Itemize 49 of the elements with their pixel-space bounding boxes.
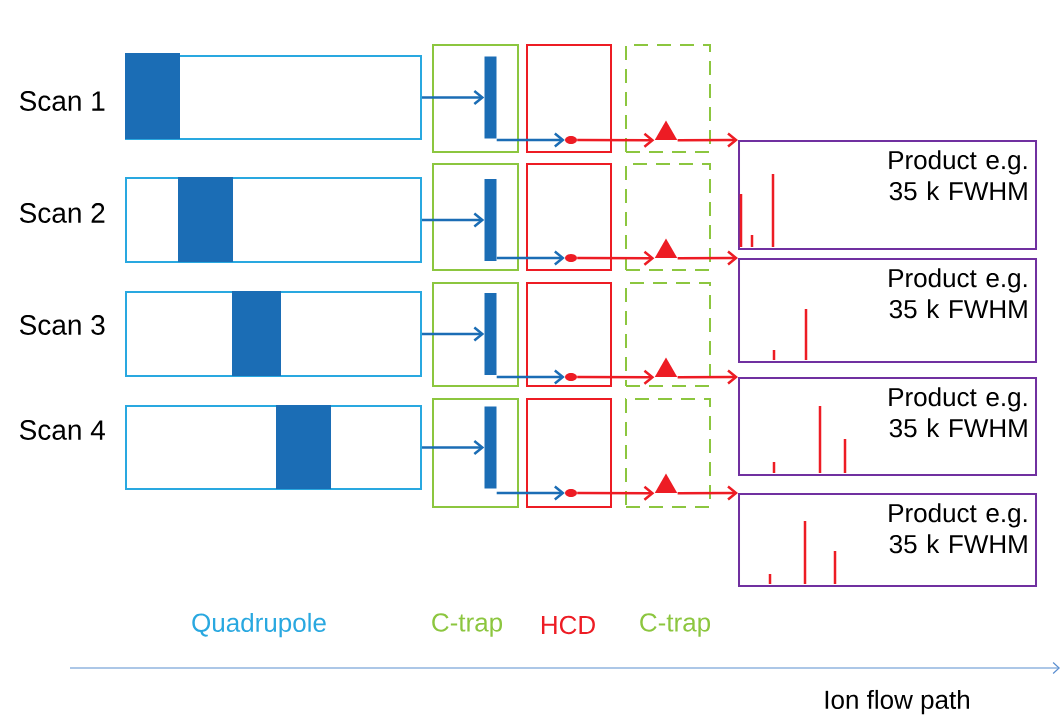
trap-box: [625, 398, 711, 508]
scan-label: Scan 1: [19, 91, 105, 111]
collision-cell-box: [526, 398, 612, 508]
trap-box: [625, 163, 711, 271]
ion-packet-bar: [484, 293, 497, 375]
ion-packet-bar: [484, 406, 497, 489]
arrow: [496, 369, 565, 385]
spectrum-panel: Product e.g. 35 k FWHM: [738, 493, 1037, 587]
stage-label: HCD: [542, 615, 595, 635]
scan-label: Scan 2: [19, 203, 105, 223]
arrow: [577, 485, 655, 501]
arrow: [496, 485, 565, 501]
stage-label: C-trap: [432, 613, 502, 637]
trap-box: [432, 282, 519, 387]
spectrum-panel: Product e.g. 35 k FWHM: [738, 377, 1037, 476]
arrow: [677, 250, 738, 266]
ion-packet-bar: [484, 179, 497, 261]
trap-box: [432, 163, 519, 271]
trap-box: [432, 398, 519, 508]
fragment-triangle: [654, 238, 678, 258]
collision-cell-box: [526, 163, 612, 271]
arrow: [577, 369, 655, 385]
arrow: [496, 132, 565, 148]
stage-label: C-trap: [640, 613, 710, 637]
spectrum-panel: Product e.g. 35 k FWHM: [738, 140, 1037, 250]
arrow: [496, 250, 565, 266]
trap-box: [432, 44, 519, 153]
arrow: [577, 250, 655, 266]
fragment-triangle: [654, 473, 678, 493]
arrow: [422, 90, 485, 105]
collision-cell-box: [526, 44, 612, 153]
scan-label: Scan 4: [19, 420, 105, 440]
scan-label: Scan 3: [19, 315, 105, 335]
arrow: [677, 132, 738, 148]
arrow: [677, 485, 738, 501]
stage-label: Quadrupole: [192, 612, 326, 638]
arrow: [677, 369, 738, 385]
ion-packet-bar: [484, 56, 497, 139]
trap-box: [625, 282, 711, 387]
trap-box: [625, 44, 711, 153]
arrow: [422, 326, 485, 342]
fragment-triangle: [654, 120, 678, 140]
fragment-triangle: [654, 357, 678, 377]
collision-cell-box: [526, 282, 612, 387]
axis-label: Ion flow path: [825, 689, 969, 715]
arrow: [577, 132, 655, 148]
arrow: [422, 440, 485, 455]
arrow: [422, 212, 485, 228]
spectrum-panel: Product e.g. 35 k FWHM: [738, 258, 1037, 363]
